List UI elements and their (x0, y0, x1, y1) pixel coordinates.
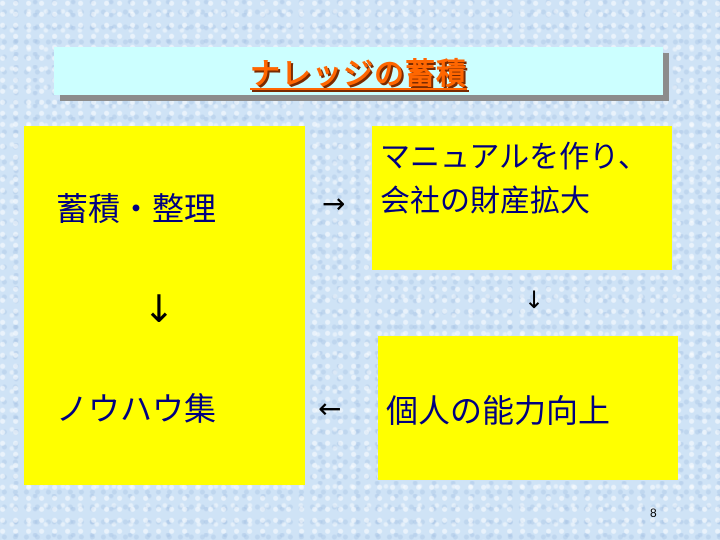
node-manual-company-assets: マニュアルを作り、会社の財産拡大 (380, 140, 648, 219)
arrow-left-icon: ← (318, 392, 342, 425)
arrow-down-icon: ↓ (143, 287, 175, 331)
slide-title: ナレッジの蓄積 (250, 57, 467, 92)
manual-box (372, 126, 672, 270)
left-process-box (24, 126, 305, 485)
page-number: 8 (650, 506, 657, 520)
ability-box (378, 336, 678, 480)
node-accumulate-organize: 蓄積・整理 (56, 190, 217, 228)
node-knowhow-collection: ノウハウ集 (56, 390, 217, 428)
title-bar: ナレッジの蓄積 (54, 47, 663, 95)
arrow-right-icon: → (322, 187, 346, 220)
node-individual-ability: 個人の能力向上 (386, 392, 611, 430)
arrow-down-icon: ↓ (524, 286, 545, 314)
